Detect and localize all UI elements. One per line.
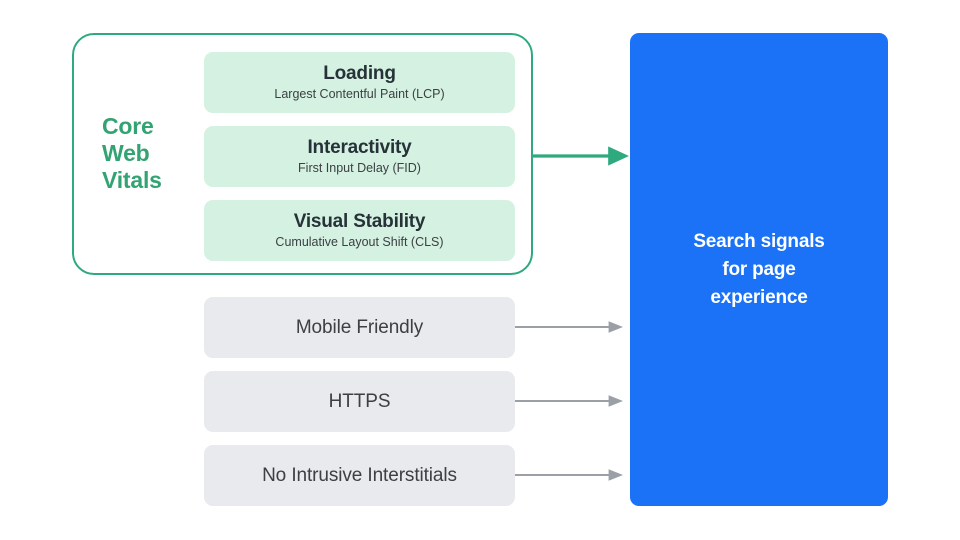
metric-title: Visual Stability — [293, 211, 426, 232]
search-signals-line-2: for page — [722, 258, 796, 280]
metric-card-loading: Loading Largest Contentful Paint (LCP) — [204, 52, 515, 113]
signal-box-no-intrusive-interstitials: No Intrusive Interstitials — [204, 445, 515, 506]
search-signals-box: Search signals for page experience — [630, 33, 888, 506]
core-web-vitals-group — [72, 33, 533, 275]
core-web-vitals-label-line-3: Vitals — [102, 167, 162, 193]
core-web-vitals-label-line-1: Core — [102, 113, 154, 139]
signal-label: No Intrusive Interstitials — [262, 464, 457, 486]
metric-title: Interactivity — [307, 137, 412, 158]
core-web-vitals-label: Core Web Vitals — [102, 113, 182, 194]
metric-subtitle: First Input Delay (FID) — [298, 161, 421, 175]
signal-label: HTTPS — [328, 390, 391, 412]
metric-card-visual-stability: Visual Stability Cumulative Layout Shift… — [204, 200, 515, 261]
metric-title: Loading — [323, 63, 396, 84]
signal-label: Mobile Friendly — [295, 316, 424, 338]
signal-box-mobile-friendly: Mobile Friendly — [204, 297, 515, 358]
metric-subtitle: Largest Contentful Paint (LCP) — [274, 87, 445, 101]
search-signals-label: Search signals for page experience — [659, 228, 859, 312]
metric-subtitle: Cumulative Layout Shift (CLS) — [275, 235, 444, 249]
search-signals-line-3: experience — [710, 286, 808, 308]
signal-box-https: HTTPS — [204, 371, 515, 432]
core-web-vitals-label-line-2: Web — [102, 140, 150, 166]
search-signals-line-1: Search signals — [693, 230, 825, 252]
metric-card-interactivity: Interactivity First Input Delay (FID) — [204, 126, 515, 187]
